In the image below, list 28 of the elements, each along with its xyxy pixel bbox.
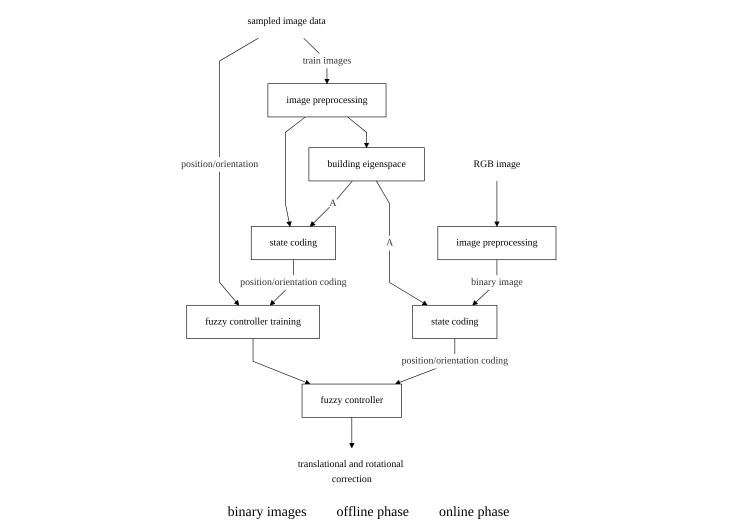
node-text: RGB image	[473, 158, 520, 170]
note-label: offline phase	[336, 505, 409, 521]
edge-label: A	[386, 238, 394, 248]
node-box: image preprocessing	[438, 226, 556, 260]
edge-label: position/orientation	[181, 158, 258, 170]
edge-label: train images	[302, 55, 352, 66]
arrow	[285, 116, 306, 227]
arrow	[219, 38, 259, 306]
arrow	[310, 180, 353, 227]
arrow	[494, 180, 500, 227]
edge-label: position/orientation coding	[402, 356, 508, 366]
arrow	[252, 338, 310, 385]
arrow	[376, 180, 428, 306]
node-box: state coding	[412, 304, 498, 339]
note-label: binary images	[228, 505, 307, 521]
node-text: sampled image data	[248, 16, 326, 26]
arrow	[349, 416, 354, 448]
node-box: building eigenspace	[308, 147, 425, 182]
edge-label: position/orientation coding	[240, 276, 347, 288]
note-label: online phase	[439, 505, 510, 521]
node-box: fuzzy controller	[302, 384, 402, 418]
node-box: image preprocessing	[268, 83, 386, 118]
node-box: fuzzy controller training	[186, 304, 320, 339]
edge-label: A	[329, 198, 336, 209]
arrow	[347, 116, 370, 148]
node-text: translational and rotational correction	[298, 459, 404, 484]
edge-label: binary image	[471, 276, 523, 288]
node-box: state coding	[250, 226, 336, 260]
